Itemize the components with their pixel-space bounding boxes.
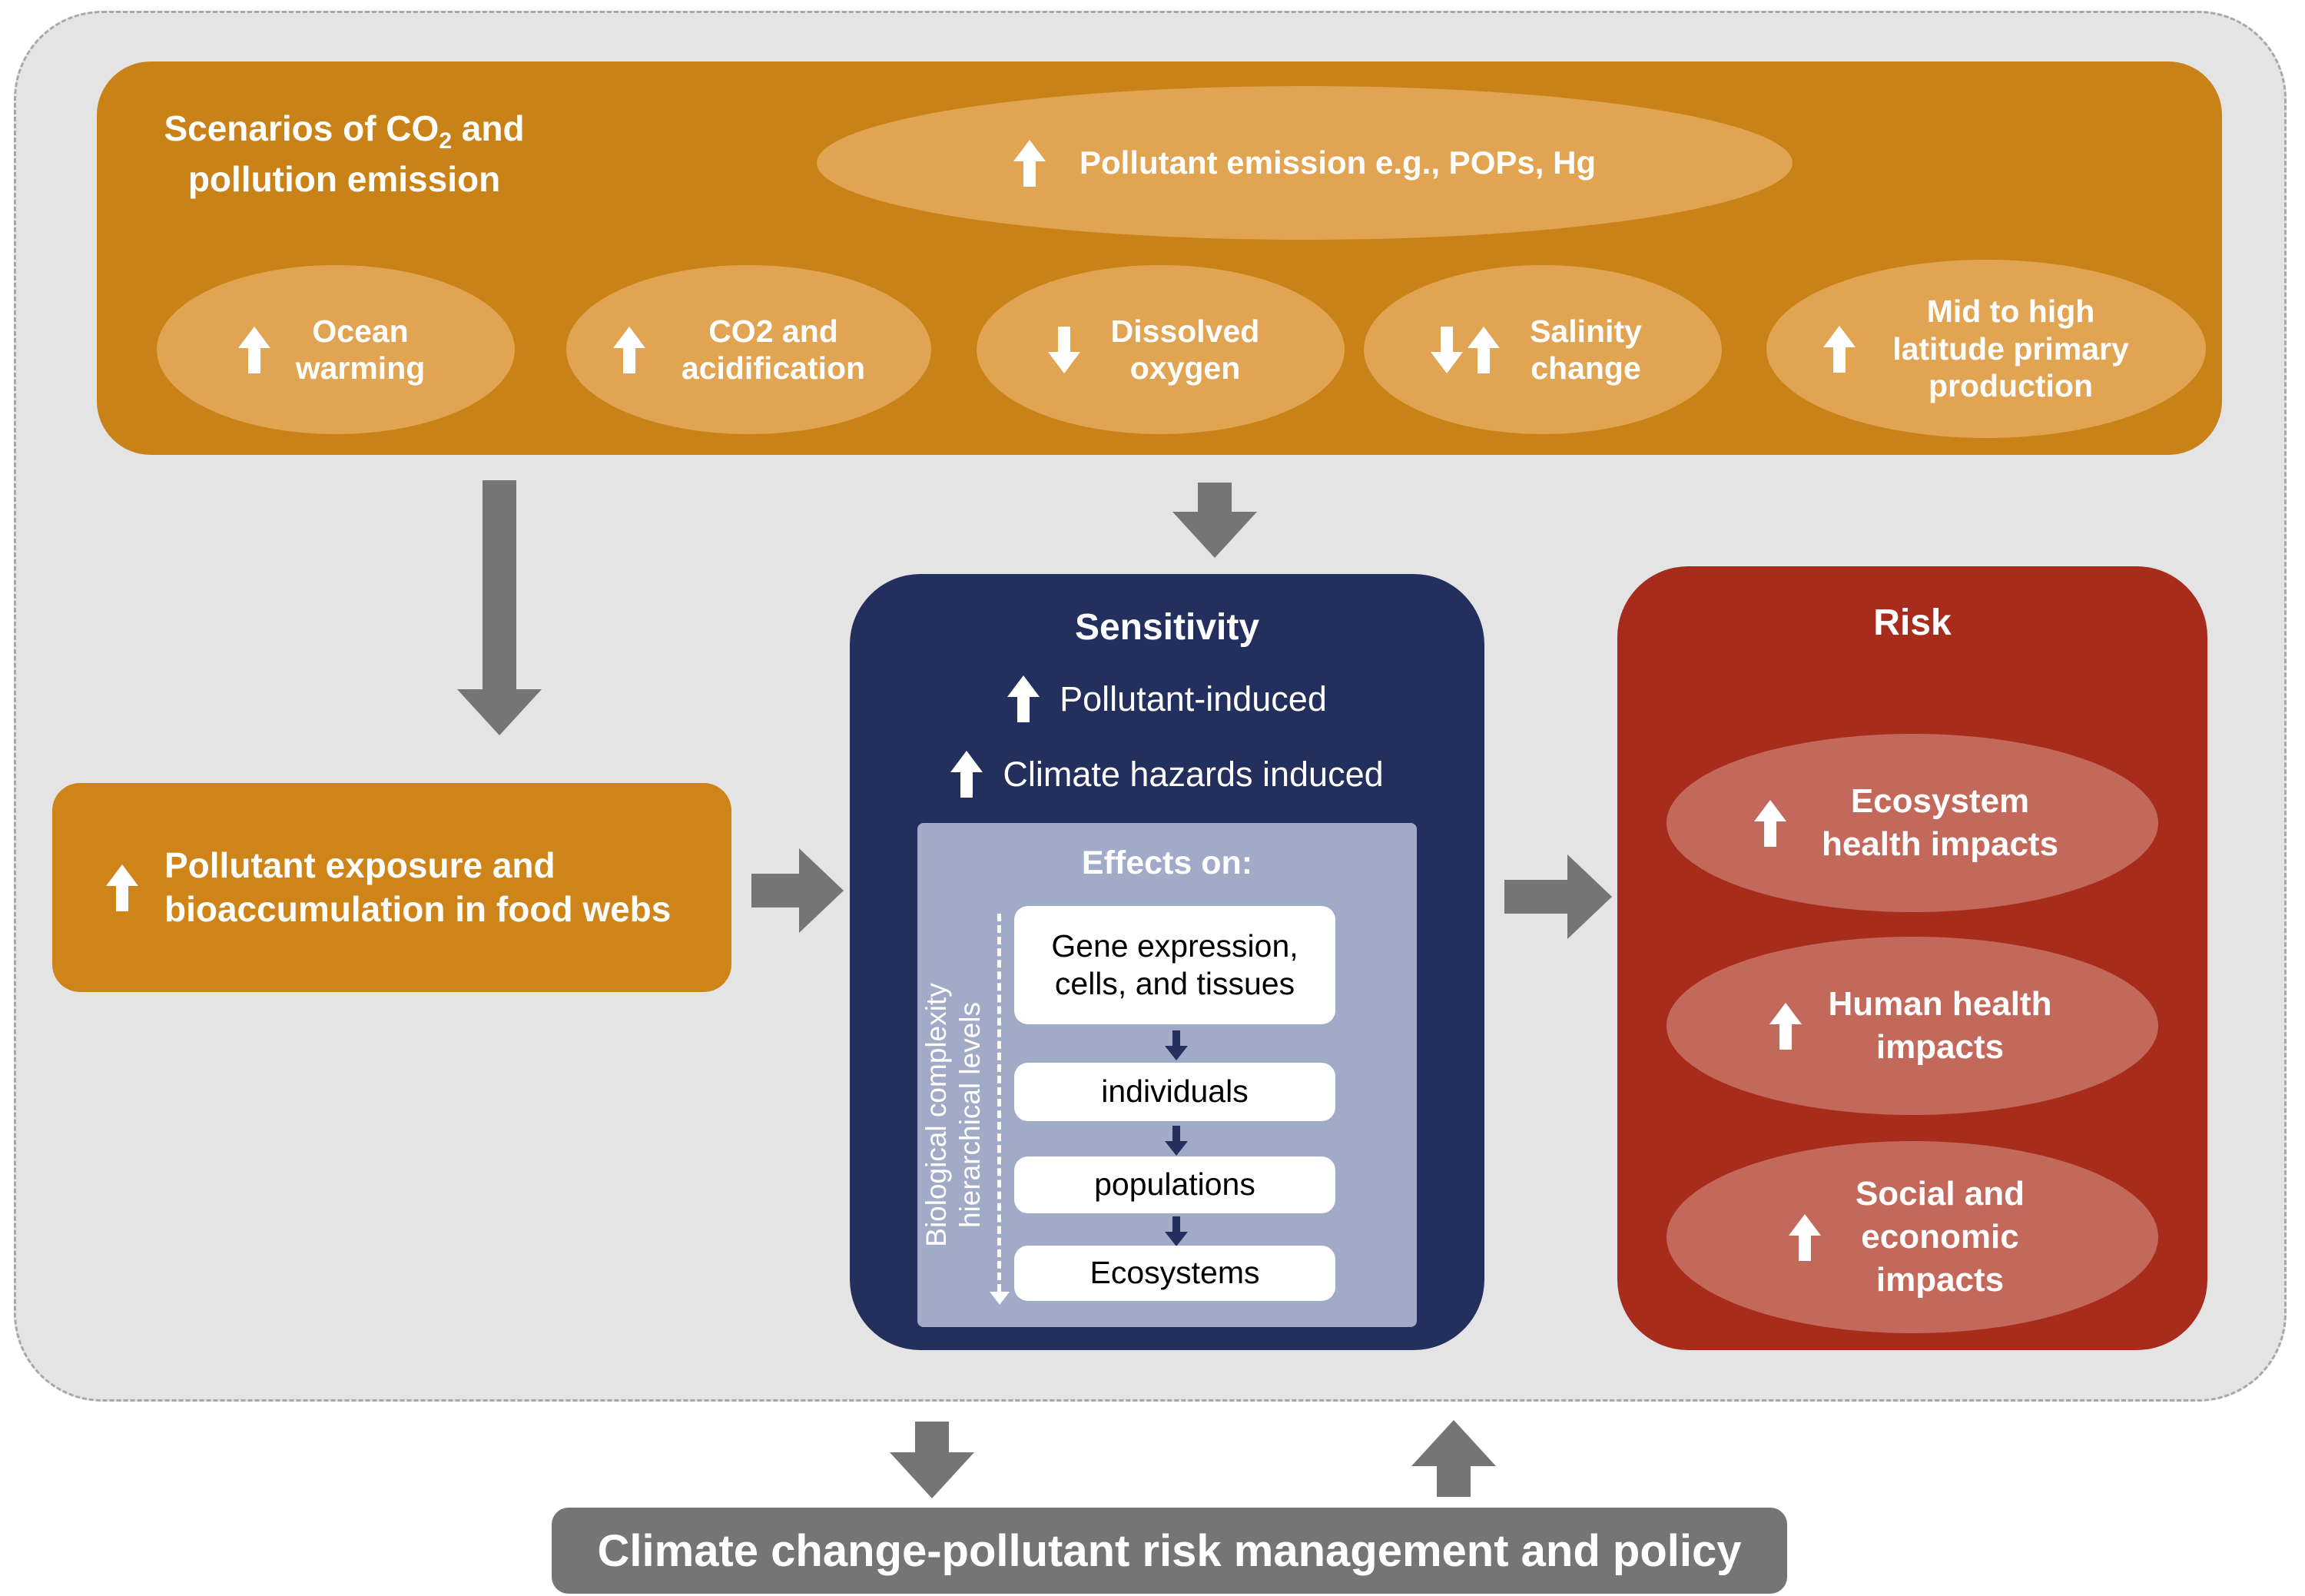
salinity-change-ellipse: Salinity change	[1364, 265, 1722, 434]
policy-bar: Climate change-pollutant risk management…	[552, 1508, 1787, 1594]
climate-hazards-item: Climate hazards induced	[850, 751, 1484, 798]
up-arrow-icon	[1013, 139, 1046, 187]
primary-production-label: Mid to high latitude primary production	[1892, 294, 2129, 404]
salinity-change-label: Salinity change	[1530, 313, 1642, 386]
risk-title: Risk	[1873, 602, 1952, 643]
pollutant-emission-label: Pollutant emission e.g., POPs, Hg	[1079, 144, 1597, 181]
co2-acidification-label: CO2 and acidification	[681, 313, 866, 386]
effects-title: Effects on:	[1081, 844, 1253, 881]
up-arrow-icon	[106, 864, 138, 911]
sensitivity-panel: Sensitivity Pollutant-induced Climate ha…	[850, 574, 1484, 1350]
social-economic-label: Social and economic impacts	[1855, 1174, 2025, 1299]
flow-arrow-policy-to-risk	[1411, 1420, 1496, 1497]
level-box-populations: populations	[1014, 1156, 1335, 1213]
effects-panel: Effects on: Gene expression, cells, and …	[917, 823, 1417, 1327]
flow-arrow-sensitivity-to-risk	[1504, 854, 1612, 939]
dissolved-oxygen-ellipse: Dissolved oxygen	[977, 265, 1345, 434]
flow-arrow-sensitivity-to-policy	[890, 1422, 974, 1498]
social-economic-ellipse: Social and economic impacts	[1667, 1141, 2158, 1333]
level-connector-arrow	[1165, 1030, 1188, 1060]
biological-complexity-axis	[997, 914, 1001, 1292]
up-arrow-icon	[1769, 1002, 1802, 1050]
flow-arrow-down-to-sensitivity	[1172, 483, 1257, 558]
up-arrow-icon	[1789, 1213, 1821, 1261]
ecosystem-health-label: Ecosystem health impacts	[1821, 781, 2059, 863]
level-box-genes: Gene expression, cells, and tissues	[1014, 906, 1335, 1024]
ecosystem-health-ellipse: Ecosystem health impacts	[1667, 734, 2158, 912]
biological-complexity-label: Biological complexity hierarchical level…	[920, 983, 986, 1247]
up-arrow-icon	[1754, 799, 1786, 847]
scenarios-title-line1: Scenarios of CO2 and	[164, 108, 525, 154]
policy-label: Climate change-pollutant risk management…	[597, 1525, 1742, 1576]
exposure-label: Pollutant exposure and bioaccumulation i…	[164, 844, 672, 930]
risk-panel: Risk Ecosystem health impacts Human heal…	[1617, 566, 2207, 1350]
level-box-ecosystems: Ecosystems	[1014, 1246, 1335, 1301]
human-health-ellipse: Human health impacts	[1667, 937, 2158, 1115]
flow-arrow-exposure-to-sensitivity	[751, 848, 844, 933]
level-connector-arrow	[1165, 1126, 1188, 1156]
up-arrow-icon	[612, 326, 645, 373]
exposure-box: Pollutant exposure and bioaccumulation i…	[52, 783, 731, 992]
human-health-label: Human health impacts	[1828, 984, 2052, 1066]
co2-acidification-ellipse: CO2 and acidification	[566, 265, 931, 434]
up-arrow-icon	[1468, 326, 1500, 373]
flow-arrow-down-to-exposure	[457, 480, 542, 735]
axis-arrowhead-icon	[990, 1292, 1010, 1305]
pollutant-induced-item: Pollutant-induced	[850, 675, 1484, 722]
level-connector-arrow	[1165, 1216, 1188, 1246]
sensitivity-title: Sensitivity	[1074, 607, 1260, 648]
up-arrow-icon	[950, 751, 983, 798]
pollutant-induced-label: Pollutant-induced	[1060, 679, 1327, 718]
primary-production-ellipse: Mid to high latitude primary production	[1766, 260, 2206, 438]
climate-hazards-label: Climate hazards induced	[1003, 754, 1384, 794]
up-arrow-icon	[1007, 675, 1040, 722]
down-arrow-icon	[1431, 326, 1463, 373]
scenarios-panel: Scenarios of CO2 and pollution emission …	[97, 61, 2222, 455]
down-arrow-icon	[1047, 326, 1080, 373]
scenarios-title-line2: pollution emission	[187, 158, 501, 199]
scenarios-title: Scenarios of CO2 and pollution emission	[164, 106, 525, 201]
up-arrow-icon	[238, 326, 270, 373]
pollutant-emission-ellipse: Pollutant emission e.g., POPs, Hg	[817, 86, 1793, 240]
dissolved-oxygen-label: Dissolved oxygen	[1110, 313, 1260, 386]
ocean-warming-ellipse: Ocean warming	[157, 265, 515, 434]
down-up-arrow-icon	[1431, 326, 1500, 373]
level-box-individuals: individuals	[1014, 1063, 1335, 1121]
up-arrow-icon	[1823, 325, 1856, 373]
ocean-warming-label: Ocean warming	[295, 313, 426, 386]
